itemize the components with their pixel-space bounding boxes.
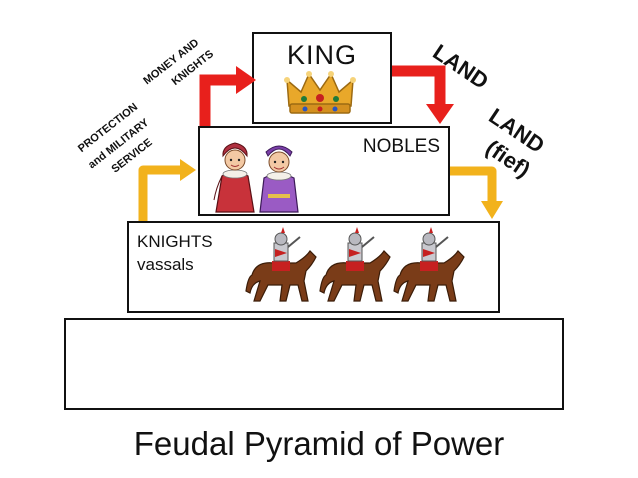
knights-label: KNIGHTS bbox=[137, 232, 213, 251]
yellow-arrow-land-fief bbox=[450, 166, 503, 219]
nobles-couple-icon bbox=[213, 142, 299, 213]
knight-on-horse-icon bbox=[245, 227, 317, 302]
base-tier-box bbox=[64, 318, 564, 410]
vassals-label: vassals bbox=[137, 255, 194, 274]
knight-on-horse-icon bbox=[393, 227, 465, 302]
yellow-arrow-protection bbox=[138, 159, 196, 221]
crown-icon bbox=[284, 71, 356, 114]
king-label: KING bbox=[286, 40, 357, 70]
red-arrow-money-knights bbox=[199, 66, 256, 126]
red-arrow-land-king bbox=[392, 65, 454, 124]
page-title: Feudal Pyramid of Power bbox=[133, 425, 505, 462]
nobles-label: NOBLES bbox=[362, 136, 440, 157]
knight-on-horse-icon bbox=[319, 227, 391, 302]
